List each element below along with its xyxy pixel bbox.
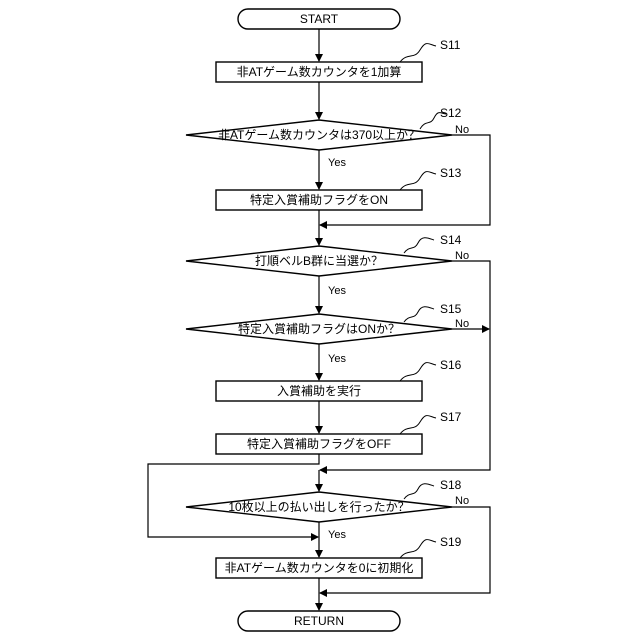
return-label: RETURN [294,614,344,628]
no-label-s14: No [455,250,469,262]
step-leader-s11 [400,44,436,63]
decision-s15-text: 特定入賞補助フラグはONか？ [238,321,400,336]
step-label-s14: S14 [440,233,462,247]
step-leader-s18 [404,484,434,499]
yes-label-s12: Yes [328,157,346,169]
step-label-s16: S16 [440,358,462,372]
arrow-s18-no [320,507,490,593]
decision-s14-text: 打順ベルB群に当選か？ [255,254,383,268]
decision-s12-text: 非ATゲーム数カウンタは370以上か？ [218,127,420,142]
start-label: START [300,12,339,26]
no-label-s12: No [455,124,469,136]
step-leader-s19 [400,540,436,559]
step-leader-s13 [400,172,436,191]
step-label-s11: S11 [440,38,461,52]
process-s16-text: 入賞補助を実行 [277,383,361,398]
step-leader-s17 [400,416,436,435]
process-s17-text: 特定入賞補助フラグをOFF [247,436,391,451]
step-label-s15: S15 [440,302,462,316]
step-label-s17: S17 [440,410,462,424]
step-label-s19: S19 [440,535,462,549]
process-s11-text: 非ATゲーム数カウンタを1加算 [237,64,402,79]
yes-label-s15: Yes [328,353,346,365]
decision-s18-text: 10枚以上の払い出しを行ったか？ [228,499,409,514]
no-label-s18: No [455,495,469,507]
step-leader-s16 [400,363,436,382]
step-label-s13: S13 [440,166,462,180]
yes-label-s18: Yes [328,529,346,541]
step-leader-s14 [404,238,434,253]
step-leader-s15 [404,307,434,322]
arrow-s12-no [320,135,490,225]
process-s13-text: 特定入賞補助フラグをON [250,192,388,207]
no-label-s15: No [455,318,469,330]
step-label-s12: S12 [440,106,462,120]
yes-label-s14: Yes [328,285,346,297]
step-label-s18: S18 [440,478,462,492]
process-s19-text: 非ATゲーム数カウンタを0に初期化 [225,560,414,575]
